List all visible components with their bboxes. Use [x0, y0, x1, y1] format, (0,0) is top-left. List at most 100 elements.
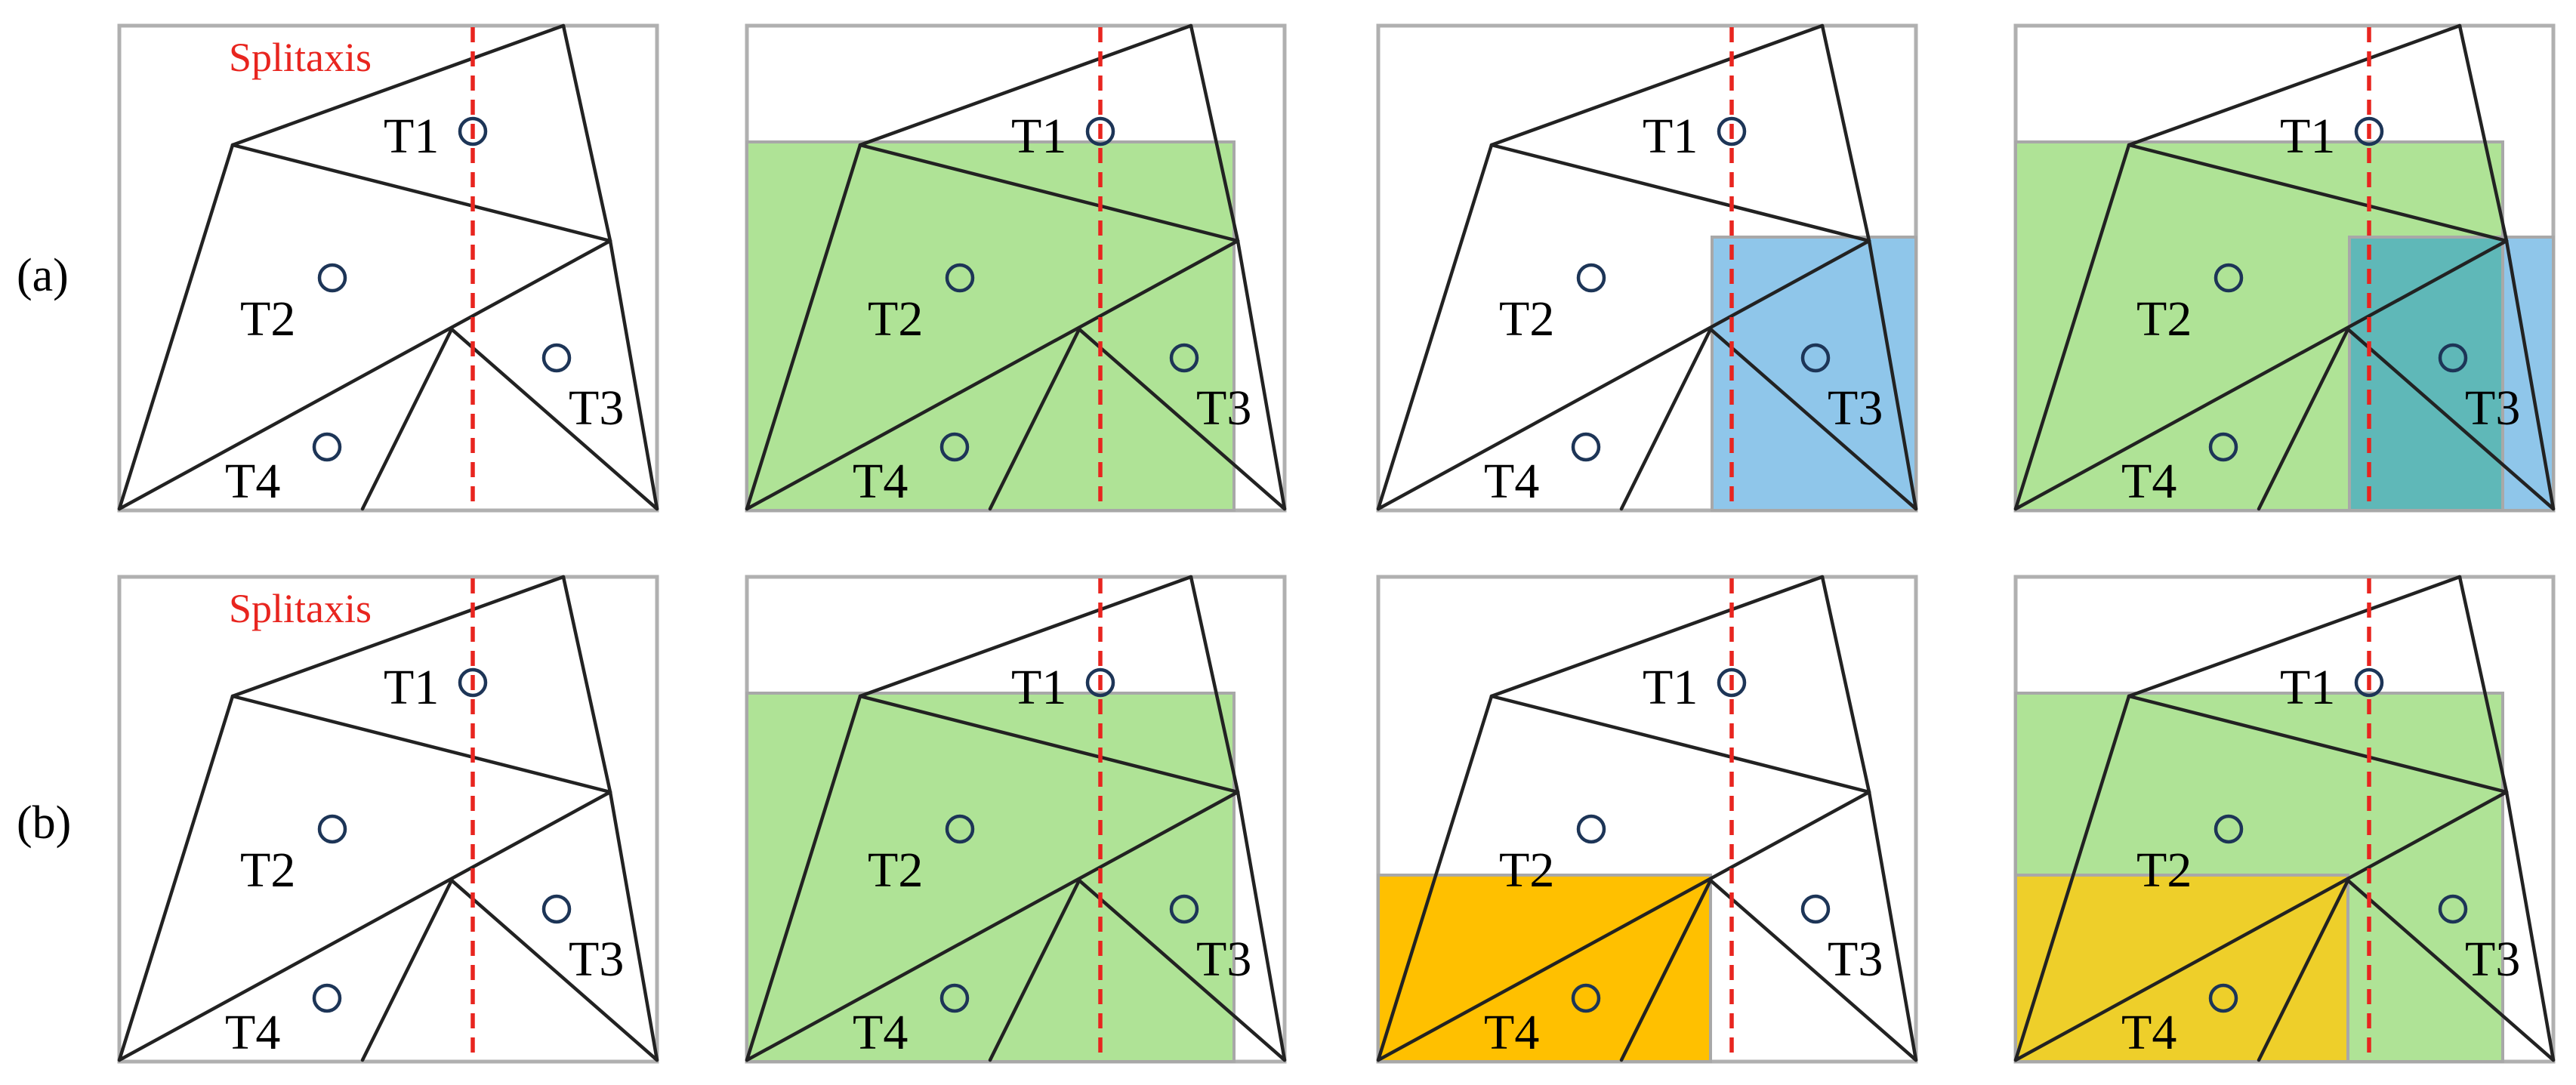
triangle-label-t3: T3 — [1196, 381, 1251, 436]
triangle-label-t4: T4 — [1484, 454, 1539, 509]
centroid-marker-t4 — [2208, 983, 2238, 1013]
triangle-label-t1: T1 — [1011, 109, 1066, 164]
triangle-label-t1: T1 — [1643, 660, 1698, 715]
triangle-edge — [117, 143, 235, 511]
centroid-marker-t3 — [1800, 894, 1831, 924]
triangle-edge — [2013, 143, 2131, 511]
triangle-edge — [2504, 790, 2556, 1062]
centroid-marker-t4 — [2208, 432, 2238, 462]
triangle-edge — [1619, 878, 1713, 1062]
triangle-edge — [2257, 878, 2350, 1062]
triangle-edge — [1489, 694, 1871, 794]
triangle-edge — [608, 239, 659, 511]
centroid-marker-t4 — [1571, 432, 1601, 462]
centroid-marker-t1 — [458, 116, 488, 146]
triangle-edge — [2013, 790, 2509, 1062]
centroid-marker-t3 — [541, 343, 572, 373]
triangle-label-t2: T2 — [2136, 291, 2192, 347]
centroid-marker-t1 — [1717, 116, 1747, 146]
row-label-a: (a) — [17, 250, 69, 301]
triangle-edge — [1077, 878, 1287, 1062]
triangle-edge — [2013, 239, 2509, 511]
triangle-edge — [1376, 239, 1871, 511]
centroid-marker-t2 — [1576, 263, 1606, 293]
centroid-marker-t1 — [2354, 667, 2384, 698]
centroid-marker-t1 — [1717, 667, 1747, 698]
centroid-marker-t2 — [945, 814, 975, 844]
triangle-edge — [1708, 878, 1918, 1062]
triangle-label-t4: T4 — [853, 1005, 908, 1060]
triangle-edge — [117, 790, 612, 1062]
centroid-marker-t1 — [2354, 116, 2384, 146]
triangle-edge — [745, 239, 1240, 511]
triangle-edge — [1236, 239, 1287, 511]
triangle-edge — [117, 694, 235, 1062]
centroid-marker-t3 — [1169, 343, 1199, 373]
triangle-label-t2: T2 — [1499, 843, 1554, 898]
centroid-marker-t4 — [939, 432, 970, 462]
bounding-box-parent — [745, 692, 1236, 1063]
triangle-edge — [2013, 694, 2131, 1062]
triangle-label-t1: T1 — [1011, 660, 1066, 715]
triangle-edge — [745, 790, 1240, 1062]
triangle-label-t4: T4 — [2121, 454, 2176, 509]
centroid-marker-t4 — [939, 983, 970, 1013]
triangle-edge — [2127, 575, 2462, 698]
triangle-edge — [230, 23, 566, 147]
triangle-label-t2: T2 — [868, 291, 923, 347]
triangle-label-t3: T3 — [2465, 932, 2520, 987]
centroid-marker-t2 — [945, 263, 975, 293]
triangle-label-t1: T1 — [1643, 109, 1698, 164]
triangle-label-t2: T2 — [240, 843, 295, 898]
triangle-edge — [1376, 790, 1871, 1062]
triangle-edge — [1489, 575, 1825, 698]
triangle-edge — [1489, 143, 1871, 243]
triangle-label-t1: T1 — [384, 109, 439, 164]
triangle-edge — [1619, 327, 1713, 511]
triangle-edge — [2127, 143, 2509, 243]
triangle-edge — [745, 143, 862, 511]
triangle-edge — [360, 878, 454, 1062]
triangle-label-t4: T4 — [2121, 1005, 2176, 1060]
triangle-edge — [2127, 23, 2462, 147]
centroid-marker-t2 — [2214, 814, 2244, 844]
centroid-marker-t4 — [1571, 983, 1601, 1013]
triangle-edge — [1489, 23, 1825, 147]
centroid-marker-t1 — [458, 667, 488, 698]
centroid-marker-t3 — [1800, 343, 1831, 373]
triangle-edge — [1189, 23, 1240, 243]
triangle-label-t3: T3 — [2465, 381, 2520, 436]
triangle-edge — [1376, 694, 1494, 1062]
centroid-marker-t2 — [1576, 814, 1606, 844]
centroid-marker-t4 — [312, 983, 342, 1013]
triangle-edge — [858, 143, 1240, 243]
triangle-label-t1: T1 — [384, 660, 439, 715]
triangle-edge — [561, 575, 612, 794]
triangle-edge — [1236, 790, 1287, 1062]
triangle-edge — [1376, 143, 1494, 511]
triangle-edge — [230, 694, 612, 794]
triangle-label-t3: T3 — [1828, 381, 1883, 436]
triangle-label-t4: T4 — [853, 454, 908, 509]
triangle-edge — [449, 878, 659, 1062]
triangle-label-t4: T4 — [225, 454, 280, 509]
triangle-edge — [1867, 239, 1918, 511]
triangle-label-t2: T2 — [2136, 843, 2192, 898]
centroid-marker-t2 — [317, 814, 347, 844]
triangle-edge — [2127, 694, 2509, 794]
triangle-label-t3: T3 — [1828, 932, 1883, 987]
panel-grid: SplitaxisT1T2T3T4T1T2T3T4T1T2T3T4T1T2T3T… — [117, 23, 2556, 1064]
triangle-edge — [561, 23, 612, 243]
triangle-edge — [608, 790, 659, 1062]
bounding-box-overlap — [2348, 236, 2504, 512]
triangle-edge — [1820, 575, 1871, 794]
triangle-label-t2: T2 — [240, 291, 295, 347]
triangle-edge — [117, 239, 612, 511]
triangle-label-t1: T1 — [2280, 109, 2335, 164]
